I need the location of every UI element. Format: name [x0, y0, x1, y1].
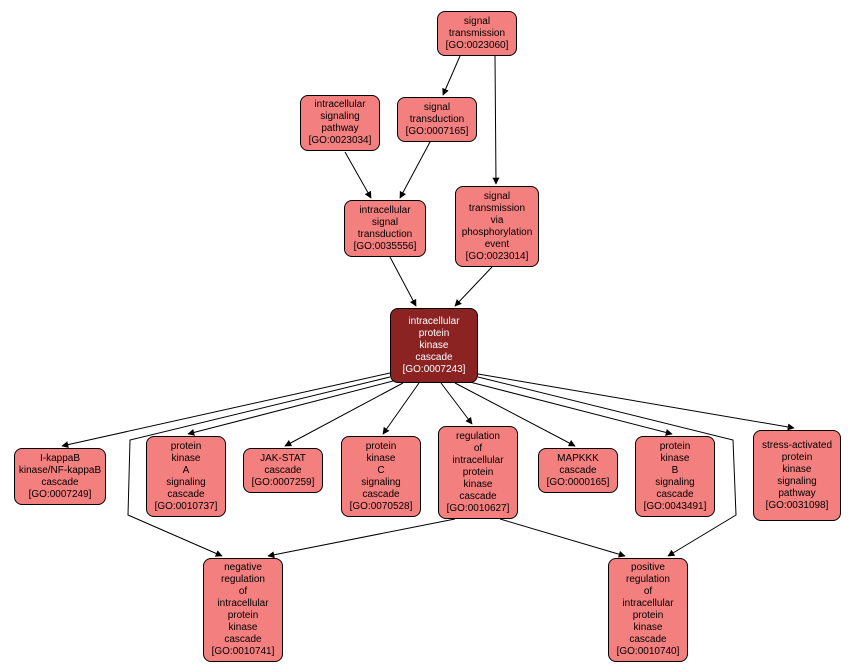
edge-go_0010627-to-go_0010740 [499, 518, 626, 558]
node-jak-stat-cascade[interactable]: JAK-STAT cascade [GO:0007259] [243, 448, 323, 493]
edge-go_0007243-to-go_0070528 [382, 382, 420, 435]
edge-go_0023014-to-go_0007243 [454, 266, 493, 307]
edge-go_0023034-to-go_0035556 [344, 151, 372, 199]
edge-go_0007243-to-go_0010627 [440, 382, 473, 425]
node-mapkkk-cascade[interactable]: MAPKKK cascade [GO:0000165] [538, 448, 618, 493]
node-i-kappab-kinase-nf-kappab-cascade[interactable]: I-kappaB kinase/NF-kappaB cascade [GO:00… [14, 448, 106, 505]
node-protein-kinase-b-signaling-cascade[interactable]: protein kinase B signaling cascade [GO:0… [635, 436, 715, 517]
node-stress-activated-protein-kinase-signaling-pathway[interactable]: stress-activated protein kinase signalin… [753, 430, 841, 521]
node-regulation-of-intracellular-protein-kinase-cascade[interactable]: regulation of intracellular protein kina… [438, 426, 518, 519]
edge-go_0007243-to-go_0007249 [61, 372, 391, 449]
node-positive-regulation-of-intracellular-protein-kinase-cascade[interactable]: positive regulation of intracellular pro… [608, 558, 688, 662]
node-intracellular-signal-transduction[interactable]: intracellular signal transduction [GO:00… [344, 200, 426, 257]
edge-go_0023060-to-go_0023014 [492, 55, 500, 185]
edge-go_0007243-to-go_0010737 [187, 380, 394, 436]
node-signal-transmission-via-phosphorylation-event[interactable]: signal transmission via phosphorylation … [455, 186, 539, 267]
edge-go_0007165-to-go_0035556 [399, 141, 431, 199]
node-negative-regulation-of-intracellular-protein-kinase-cascade[interactable]: negative regulation of intracellular pro… [203, 558, 283, 662]
edge-go_0035556-to-go_0007243 [389, 256, 417, 307]
node-intracellular-signaling-pathway[interactable]: intracellular signaling pathway [GO:0023… [300, 95, 380, 151]
node-protein-kinase-a-signaling-cascade[interactable]: protein kinase A signaling cascade [GO:0… [146, 436, 226, 517]
node-protein-kinase-c-signaling-cascade[interactable]: protein kinase C signaling cascade [GO:0… [341, 436, 421, 517]
node-intracellular-protein-kinase-cascade[interactable]: intracellular protein kinase cascade [GO… [390, 308, 478, 383]
node-signal-transduction[interactable]: signal transduction [GO:0007165] [397, 97, 477, 142]
node-signal-transmission[interactable]: signal transmission [GO:0023060] [437, 11, 517, 56]
edge-go_0010627-to-go_0010741 [267, 518, 456, 559]
edge-go_0007243-to-go_0031098 [477, 373, 795, 431]
edge-go_0023060-to-go_0007165 [442, 55, 461, 96]
